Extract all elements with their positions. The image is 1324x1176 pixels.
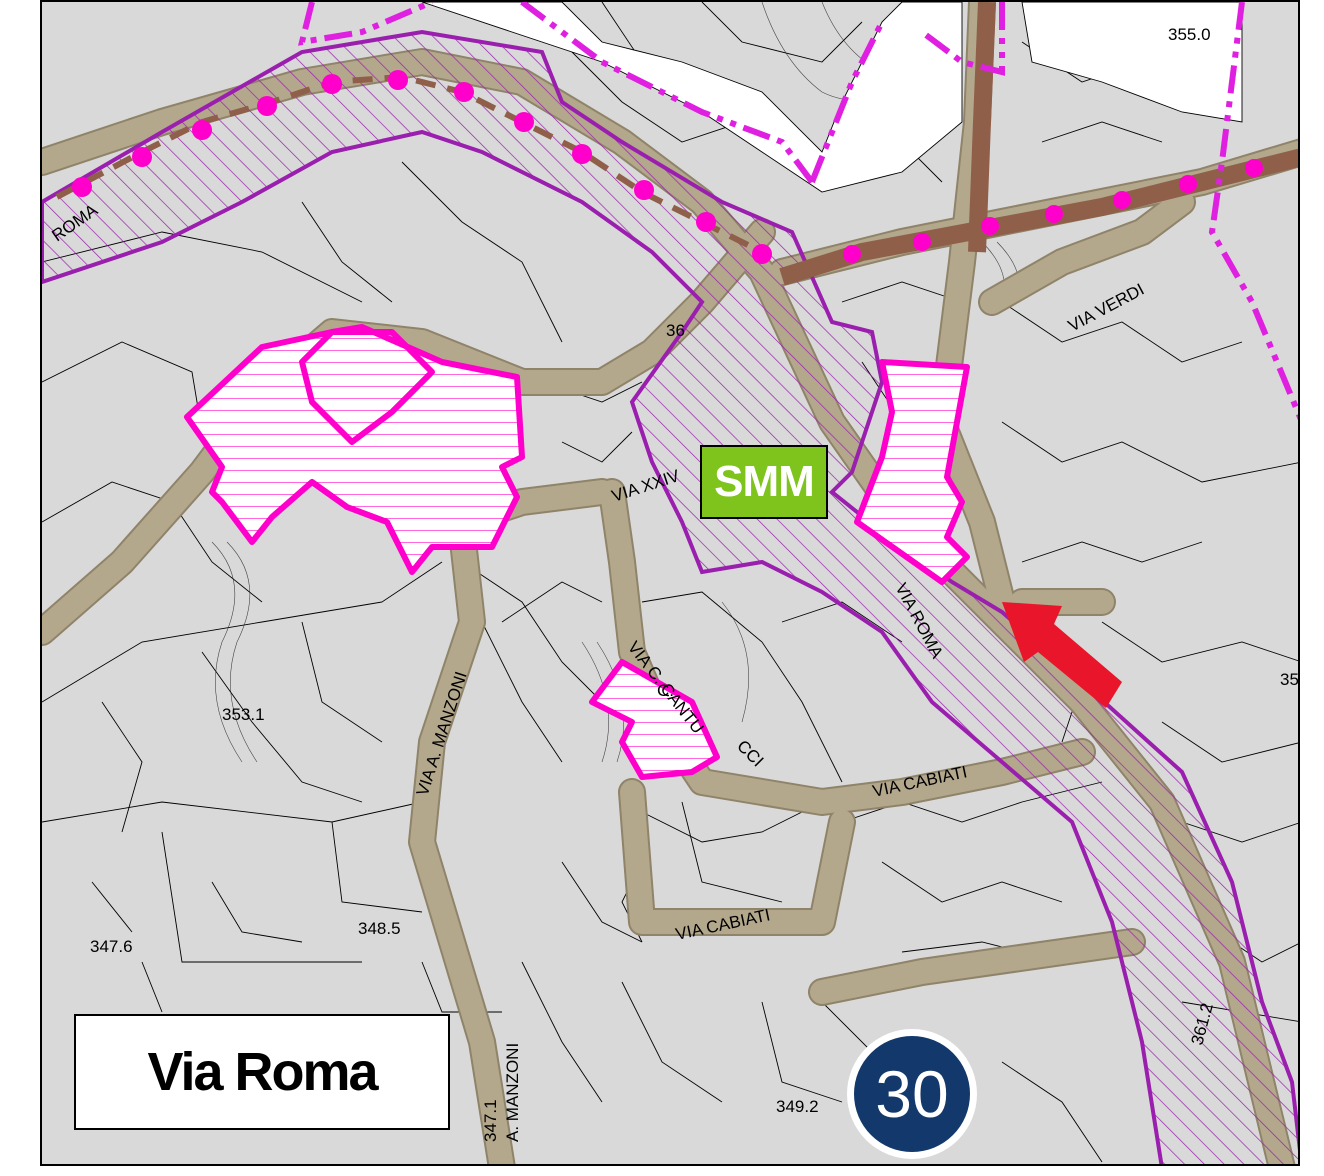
elevation-347-1: 347.1 <box>481 1099 500 1142</box>
elevation-348-5: 348.5 <box>358 919 401 938</box>
highlight-parcels <box>184 324 970 780</box>
page-number: 30 <box>875 1057 949 1131</box>
label-manzoni-south: A. MANZONI <box>503 1043 522 1142</box>
elevation-353-1: 353.1 <box>222 705 265 724</box>
map-canvas[interactable]: VIA VERDI VIA ROMA ROMA VIA CABIATI VIA … <box>42 2 1300 1166</box>
elevation-355-0: 355.0 <box>1168 25 1211 44</box>
elevation-35x: 35 <box>1280 670 1299 689</box>
map-title: Via Roma <box>147 1042 378 1102</box>
elevation-349-2: 349.2 <box>776 1097 819 1116</box>
label-cci: CCI <box>733 736 767 770</box>
boundary-lines <box>297 2 1298 421</box>
smm-badge: SMM <box>700 445 828 519</box>
page-number-badge: 30 <box>847 1029 977 1159</box>
direction-arrow <box>1002 602 1122 708</box>
route-dots <box>72 70 1263 264</box>
elevation-36x: 36 <box>666 321 685 340</box>
page-number-circle: 30 <box>854 1036 970 1152</box>
buffer-zones <box>42 29 1298 1164</box>
elevation-347-6: 347.6 <box>90 937 133 956</box>
label-c: C. <box>657 681 674 700</box>
map-title-box: Via Roma <box>74 1014 450 1130</box>
map-frame: VIA VERDI VIA ROMA ROMA VIA CABIATI VIA … <box>40 0 1300 1166</box>
smm-badge-text: SMM <box>714 457 815 506</box>
